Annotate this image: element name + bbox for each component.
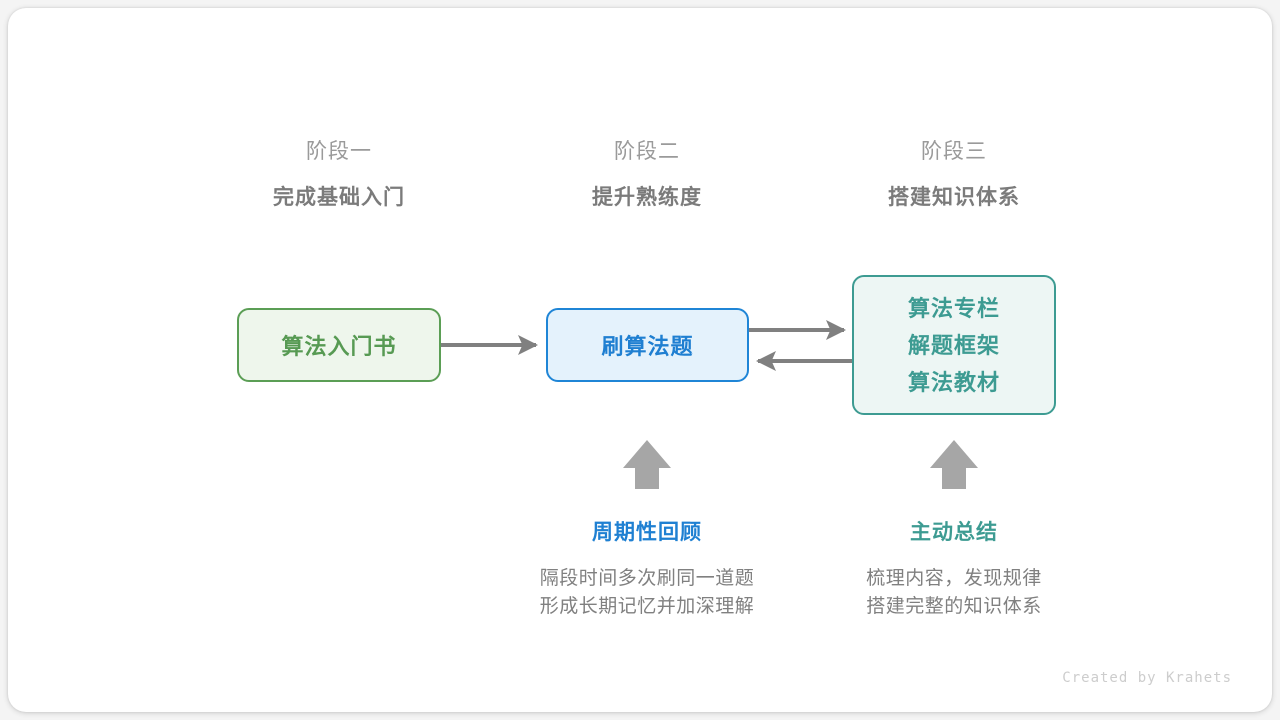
annotation-body: 隔段时间多次刷同一道题 形成长期记忆并加深理解: [497, 565, 797, 621]
annotation-body: 梳理内容，发现规律 搭建完整的知识体系: [804, 565, 1104, 621]
stage-index-label-1: 阶段一: [306, 140, 372, 163]
slide-card: 阶段一 完成基础入门 阶段二 提升熟练度 阶段三 搭建知识体系: [8, 8, 1272, 712]
node-label: 刷算法题: [601, 334, 694, 359]
annotation-title: 主动总结: [910, 521, 998, 544]
node-label-line-3: 算法教材: [907, 369, 1000, 395]
annotation-periodic-review: 周期性回顾 隔段时间多次刷同一道题 形成长期记忆并加深理解: [497, 518, 797, 621]
node-practice-problems[interactable]: 刷算法题: [546, 308, 749, 382]
node-knowledge-system[interactable]: 算法专栏 解题框架 算法教材: [852, 275, 1056, 415]
stage-heading-2: 阶段二 提升熟练度: [517, 137, 777, 213]
annotation-body-line-2: 形成长期记忆并加深理解: [539, 596, 755, 617]
stage-index-label-3: 阶段三: [921, 140, 987, 163]
stage-title-1: 完成基础入门: [273, 186, 405, 209]
stage-index-label-2: 阶段二: [614, 140, 680, 163]
annotation-title: 周期性回顾: [592, 521, 702, 544]
node-algorithm-intro-book[interactable]: 算法入门书: [237, 308, 441, 382]
annotation-body-line-1: 梳理内容，发现规律: [866, 568, 1042, 589]
up-arrow-icon-summary: [930, 440, 978, 489]
node-label: 算法入门书: [281, 334, 397, 359]
stage-heading-1: 阶段一 完成基础入门: [209, 137, 469, 213]
node-label-line-2: 解题框架: [907, 332, 1000, 358]
annotation-body-line-2: 搭建完整的知识体系: [866, 596, 1042, 617]
stage-title-3: 搭建知识体系: [888, 186, 1020, 209]
annotation-body-line-1: 隔段时间多次刷同一道题: [539, 568, 755, 589]
node-label-line-1: 算法专栏: [907, 295, 1000, 321]
watermark-credit: Created by Krahets: [1062, 670, 1232, 686]
stage-title-2: 提升熟练度: [592, 186, 702, 209]
annotation-active-summary: 主动总结 梳理内容，发现规律 搭建完整的知识体系: [804, 518, 1104, 621]
up-arrow-icon-review: [623, 440, 671, 489]
stage-heading-3: 阶段三 搭建知识体系: [824, 137, 1084, 213]
